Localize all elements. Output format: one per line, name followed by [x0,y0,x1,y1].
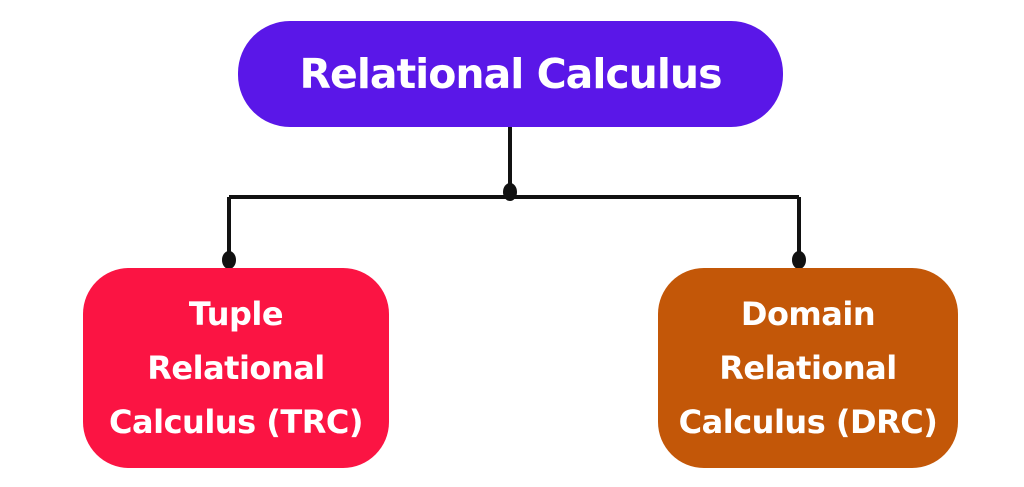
node-relational-calculus-label: Relational Calculus [299,50,722,98]
node-tuple-relational-calculus-label: Tuple Relational Calculus (TRC) [109,295,363,441]
node-tuple-relational-calculus: Tuple Relational Calculus (TRC) [83,268,389,468]
junction-dot-right [792,251,806,269]
node-domain-relational-calculus: Domain Relational Calculus (DRC) [658,268,958,468]
junction-dots [222,183,806,269]
node-relational-calculus: Relational Calculus [238,21,783,127]
junction-dot-center [503,183,517,201]
node-domain-relational-calculus-label: Domain Relational Calculus (DRC) [678,295,938,441]
junction-dot-left [222,251,236,269]
